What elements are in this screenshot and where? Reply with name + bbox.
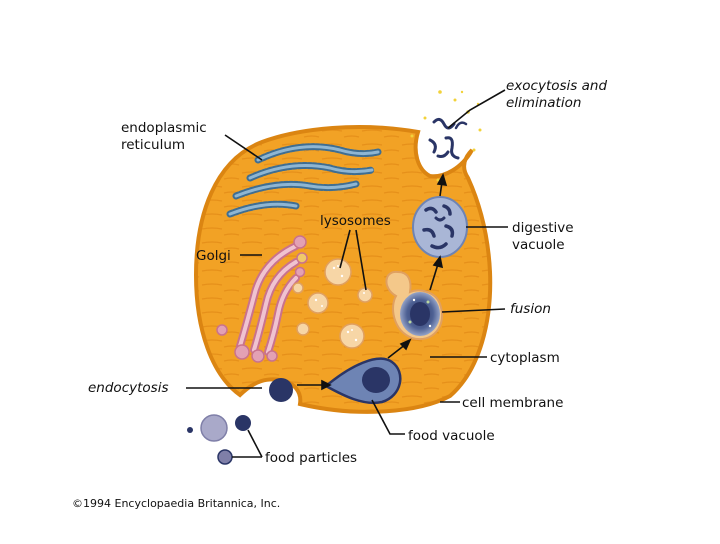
label-cell-membrane: cell membrane [462, 395, 563, 411]
label-digestive-line2: vacuole [512, 237, 565, 253]
arrow-head [436, 172, 448, 186]
food-vacuole-shape [323, 357, 402, 405]
lysosomes-leader-1 [339, 229, 351, 269]
label-food-particles: food particles [265, 450, 357, 466]
lysosome [292, 282, 304, 294]
exocytosis-particles [410, 90, 482, 182]
fusion-leader [441, 308, 506, 313]
label-exocytosis-line2: elimination [506, 95, 581, 111]
arrow-head [321, 379, 332, 391]
label-golgi: Golgi [196, 248, 231, 264]
arrow-fusion-to-digestive [429, 263, 439, 291]
label-exocytosis-line1: exocytosis and [506, 78, 607, 94]
food-particle [187, 427, 193, 433]
food-particle [235, 415, 251, 431]
lysosome [296, 322, 310, 336]
lysosome [339, 323, 365, 349]
food-particle [217, 449, 233, 465]
golgi-apparatus [216, 235, 308, 363]
exocytosis-leader [447, 89, 506, 129]
food-vacuole-leader [371, 399, 405, 435]
lysosome [324, 258, 352, 286]
label-fusion: fusion [510, 301, 551, 317]
er-highlights [228, 145, 380, 216]
arrow-head [432, 255, 444, 269]
fusion-vacuole [385, 270, 443, 341]
lysosomes-leader-2 [355, 229, 367, 291]
lysosomes-group [292, 258, 373, 349]
lysosome [307, 292, 329, 314]
copyright-notice: ©1994 Encyclopaedia Britannica, Inc. [72, 497, 280, 510]
arrow-head [399, 338, 412, 351]
label-er-line1: endoplasmic [121, 120, 207, 136]
label-lysosomes: lysosomes [320, 213, 391, 229]
er-leader [224, 134, 263, 161]
label-food-vacuole: food vacuole [408, 428, 495, 444]
food-particles-leader-2 [247, 429, 263, 458]
label-cytoplasm: cytoplasm [490, 350, 560, 366]
label-digestive-line1: digestive [512, 220, 574, 236]
food-particle [200, 414, 228, 442]
lysosome-speckles [314, 265, 365, 342]
label-er-line2: reticulum [121, 137, 185, 153]
process-arrows [297, 172, 448, 391]
leader-lines [186, 89, 508, 458]
digestive-vacuole-shape [412, 196, 468, 258]
endocytosis-particle [269, 378, 293, 402]
label-endocytosis: endocytosis [88, 380, 168, 396]
lysosome [357, 287, 373, 303]
food-particles-group [187, 414, 251, 465]
